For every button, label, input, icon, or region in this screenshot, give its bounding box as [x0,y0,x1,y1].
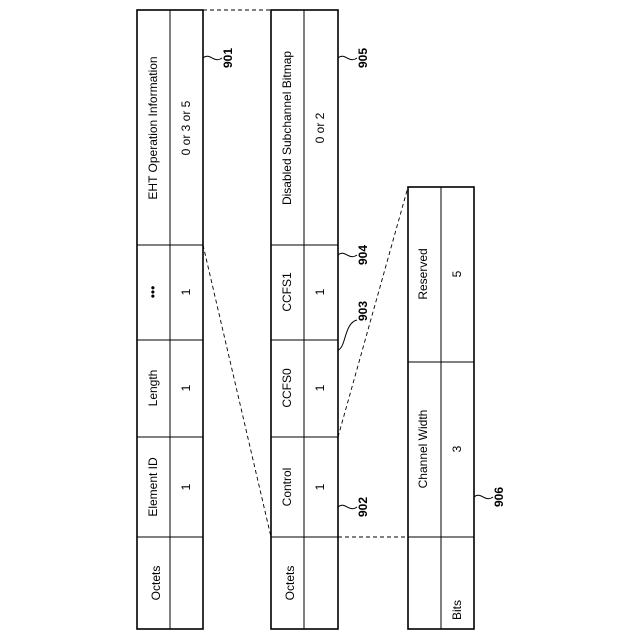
field-size-disabled-subchannel-bitmap: 0 or 2 [313,112,327,143]
field-size-ccfs1: 1 [313,288,327,295]
field-size-length: 1 [179,384,193,391]
field-size-eht-operation-information: 0 or 3 or 5 [179,100,193,155]
ref-903: 903 [356,301,370,321]
row-header-octets: Octets [149,566,163,601]
field-name-ccfs0: CCFS0 [280,368,294,408]
leader-902 [338,505,357,508]
field-name-length: Length [146,370,160,407]
field-name-element-id: Element ID [146,457,160,517]
field-name-ccfs1: CCFS1 [280,272,294,312]
control-expansion-line-top [338,187,408,437]
field-size-ccfs0: 1 [313,384,327,391]
row-header-octets: Octets [283,566,297,601]
leader-904 [338,253,357,256]
field-size-ellipsis: 1 [179,288,193,295]
table-eht-operation-element: Octets Element ID 1 Length 1 ••• 1 EHT O… [137,10,203,629]
field-name-channel-width: Channel Width [416,410,430,489]
field-name-disabled-subchannel-bitmap: Disabled Subchannel Bitmap [280,51,294,205]
ref-902: 902 [356,497,370,517]
ref-901: 901 [221,48,235,68]
field-size-element-id: 1 [179,483,193,490]
field-name-eht-operation-information: EHT Operation Information [146,56,160,199]
field-size-channel-width: 3 [450,445,464,452]
table-control-field: Bits Channel Width 3 Reserved 5 [408,187,474,629]
leader-903 [338,320,357,350]
ref-904: 904 [356,245,370,265]
row-header-bits: Bits [450,600,464,620]
field-size-reserved: 5 [450,270,464,277]
leader-901 [203,56,222,59]
ref-905: 905 [356,48,370,68]
field-name-ellipsis: ••• [146,286,160,299]
field-name-reserved: Reserved [416,248,430,299]
field-name-control: Control [280,468,294,507]
leader-905 [338,56,357,59]
table-eht-operation-information: Octets Control 1 CCFS0 1 CCFS1 1 Disable… [271,10,338,629]
field-size-control: 1 [313,483,327,490]
leader-906 [474,495,493,498]
ref-906: 906 [492,487,506,507]
expansion-line-bottom [203,245,271,537]
